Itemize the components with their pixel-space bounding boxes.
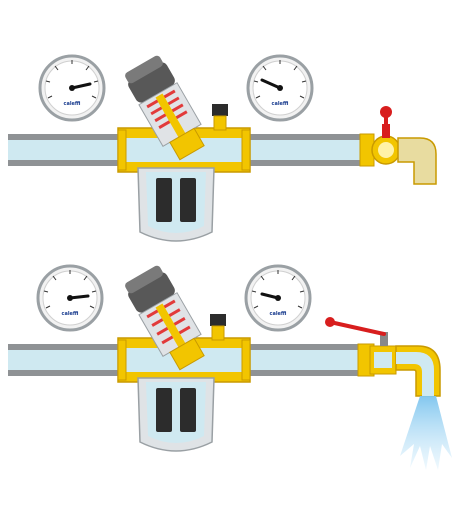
filter-bowl	[137, 377, 215, 452]
outlet-pipe	[248, 344, 358, 376]
gauge-port	[210, 314, 226, 326]
inlet-pipe	[8, 344, 126, 376]
scene-open-tap: caleffi caleffi	[8, 264, 452, 470]
gauge-brand-label: caleffi	[271, 101, 288, 107]
gauge-brand-label: caleffi	[61, 311, 78, 317]
inlet-pipe	[8, 134, 126, 166]
upstream-gauge: caleffi	[36, 264, 104, 332]
pressure-cartridge	[125, 265, 205, 371]
downstream-gauge: caleffi	[244, 264, 312, 332]
gauge-port	[212, 104, 228, 116]
gauge-brand-label: caleffi	[63, 101, 80, 107]
scene-closed-tap: caleffi caleffi	[8, 54, 437, 242]
filter-bowl	[137, 167, 215, 242]
upstream-gauge: caleffi	[38, 54, 106, 122]
gauge-brand-label: caleffi	[269, 311, 286, 317]
ball-valve-open-icon[interactable]	[325, 317, 441, 397]
ball-valve-closed-icon[interactable]	[359, 106, 437, 185]
outlet-pipe	[248, 134, 360, 166]
downstream-gauge: caleffi	[246, 54, 314, 122]
pressure-cartridge	[125, 55, 205, 161]
water-spray-icon	[400, 396, 452, 470]
